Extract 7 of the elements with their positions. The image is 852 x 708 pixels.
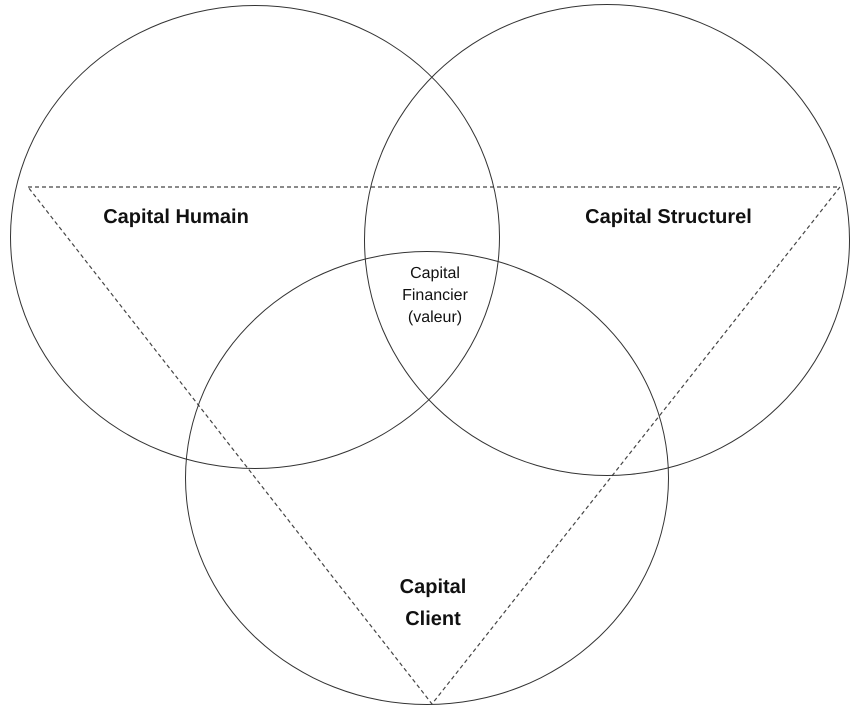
venn-circle: [10, 5, 500, 469]
intersection-label: Capital Financier (valeur): [401, 264, 469, 328]
circle-label: Capital Humain: [102, 205, 250, 230]
circle-label: Capital Client: [398, 575, 468, 632]
circle-label: Capital Structurel: [584, 205, 753, 230]
venn-circle: [185, 251, 669, 705]
venn-circle: [364, 4, 850, 476]
